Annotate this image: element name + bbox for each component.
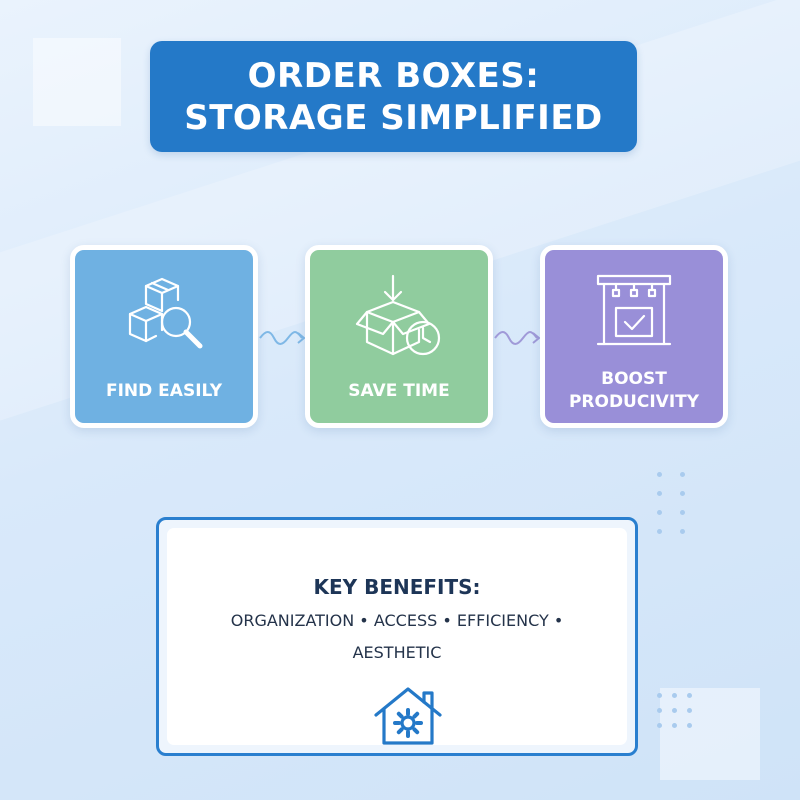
decorative-square: [33, 38, 121, 126]
title-line-2: STORAGE SIMPLIFIED: [184, 97, 603, 138]
house-gear-icon: [374, 687, 442, 745]
step-card-find-easily: FIND EASILY: [70, 245, 258, 428]
step-label: FIND EASILY: [105, 381, 223, 401]
key-benefits-inner: KEY BENEFITS: ORGANIZATION • ACCESS • EF…: [167, 528, 627, 745]
benefits-list-line-1: ORGANIZATION • ACCESS • EFFICIENCY •: [230, 611, 564, 630]
page-title: ORDER BOXES: STORAGE SIMPLIFIED: [150, 41, 637, 152]
decorative-dots: [657, 693, 692, 728]
step-label-line-2: PRODUCIVITY: [568, 392, 700, 412]
benefits-title: KEY BENEFITS:: [313, 575, 481, 599]
step-card-save-time: SAVE TIME: [305, 245, 493, 428]
decorative-dots: [657, 472, 685, 534]
benefits-list-line-2: AESTHETIC: [352, 643, 442, 662]
title-line-1: ORDER BOXES:: [247, 55, 540, 96]
boxes-magnifier-icon: [128, 277, 203, 349]
key-benefits-panel: KEY BENEFITS: ORGANIZATION • ACCESS • EF…: [156, 517, 638, 756]
wavy-arrow-connector: [494, 331, 541, 345]
box-clock-icon: [355, 274, 441, 356]
step-label: SAVE TIME: [348, 381, 450, 401]
decorative-square: [660, 688, 760, 780]
step-label-line-1: BOOST: [601, 369, 667, 389]
shelf-checkbox-icon: [596, 274, 672, 346]
step-card-boost-productivity: BOOST PRODUCIVITY: [540, 245, 728, 428]
wavy-arrow-connector: [259, 331, 306, 345]
